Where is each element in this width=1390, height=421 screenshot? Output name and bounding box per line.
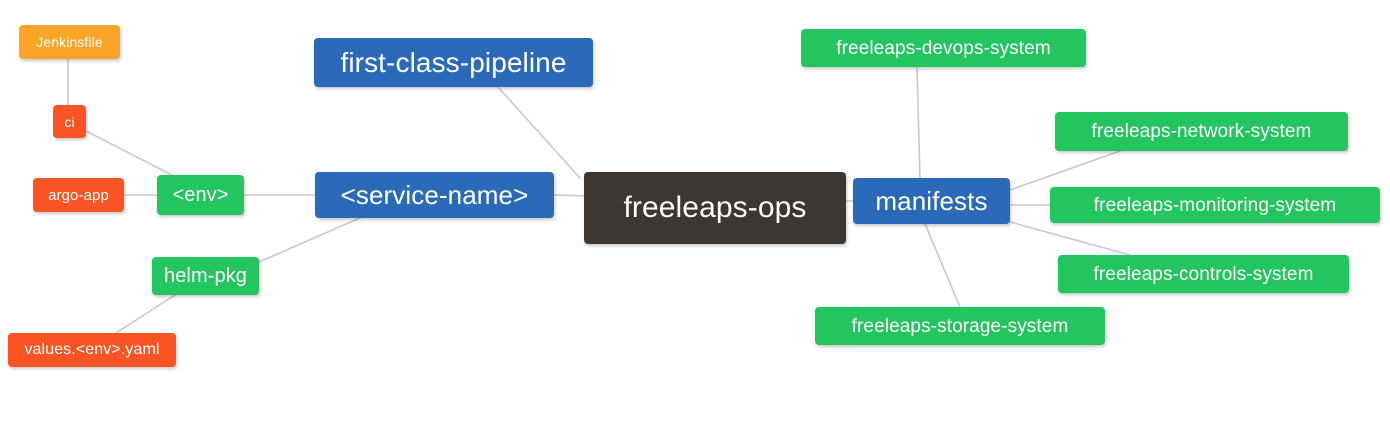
mindmap-node-env[interactable]: <env> bbox=[157, 175, 244, 215]
mindmap-node-values-env-yaml[interactable]: values.<env>.yaml bbox=[8, 333, 176, 367]
mindmap-node-label-freeleaps-devops-system: freeleaps-devops-system bbox=[836, 37, 1051, 59]
mindmap-node-label-jenkinsfile: Jenkinsfile bbox=[36, 34, 103, 50]
mindmap-node-label-freeleaps-controls-system: freeleaps-controls-system bbox=[1093, 263, 1314, 285]
edge-manifests-devops bbox=[916, 66, 921, 179]
edge-helm-values bbox=[115, 294, 176, 334]
mindmap-node-freeleaps-monitoring-system[interactable]: freeleaps-monitoring-system bbox=[1050, 187, 1380, 223]
mindmap-node-label-first-class-pipeline: first-class-pipeline bbox=[340, 46, 567, 78]
edge-service-helm bbox=[258, 217, 361, 263]
mindmap-node-jenkinsfile[interactable]: Jenkinsfile bbox=[19, 25, 120, 59]
edge-root-service bbox=[553, 194, 585, 197]
mindmap-node-freeleaps-ops[interactable]: freeleaps-ops bbox=[584, 172, 846, 244]
mindmap-node-ci[interactable]: ci bbox=[53, 105, 86, 138]
edge-manifests-network bbox=[1009, 150, 1121, 191]
mindmap-node-service-name[interactable]: <service-name> bbox=[315, 172, 554, 218]
edge-env-ci bbox=[85, 130, 173, 176]
mindmap-node-freeleaps-devops-system[interactable]: freeleaps-devops-system bbox=[801, 29, 1086, 67]
mindmap-node-label-freeleaps-monitoring-system: freeleaps-monitoring-system bbox=[1093, 194, 1337, 216]
mindmap-node-label-ci: ci bbox=[64, 113, 75, 130]
mindmap-node-label-freeleaps-network-system: freeleaps-network-system bbox=[1091, 121, 1312, 142]
mindmap-node-freeleaps-storage-system[interactable]: freeleaps-storage-system bbox=[815, 307, 1105, 345]
mindmap-node-label-env: <env> bbox=[172, 184, 229, 206]
mindmap-node-manifests[interactable]: manifests bbox=[853, 178, 1010, 224]
mindmap-node-freeleaps-controls-system[interactable]: freeleaps-controls-system bbox=[1058, 255, 1349, 293]
mindmap-node-label-helm-pkg: helm-pkg bbox=[163, 265, 248, 287]
mindmap-node-label-manifests: manifests bbox=[875, 186, 988, 216]
edge-service-pipeline bbox=[497, 86, 581, 179]
edge-manifests-controls bbox=[1009, 221, 1131, 256]
mindmap-node-first-class-pipeline[interactable]: first-class-pipeline bbox=[314, 38, 593, 87]
mindmap-node-label-service-name: <service-name> bbox=[340, 180, 529, 210]
mindmap-node-freeleaps-network-system[interactable]: freeleaps-network-system bbox=[1055, 112, 1348, 151]
mindmap-node-helm-pkg[interactable]: helm-pkg bbox=[152, 257, 259, 295]
mindmap-node-argo-app[interactable]: argo-app bbox=[33, 178, 124, 212]
mindmap-node-label-values-env-yaml: values.<env>.yaml bbox=[24, 341, 160, 358]
mindmap-node-label-freeleaps-ops: freeleaps-ops bbox=[623, 191, 807, 224]
mindmap-node-label-argo-app: argo-app bbox=[48, 186, 109, 204]
edge-manifests-storage bbox=[924, 223, 961, 308]
mindmap-node-label-freeleaps-storage-system: freeleaps-storage-system bbox=[851, 315, 1069, 337]
